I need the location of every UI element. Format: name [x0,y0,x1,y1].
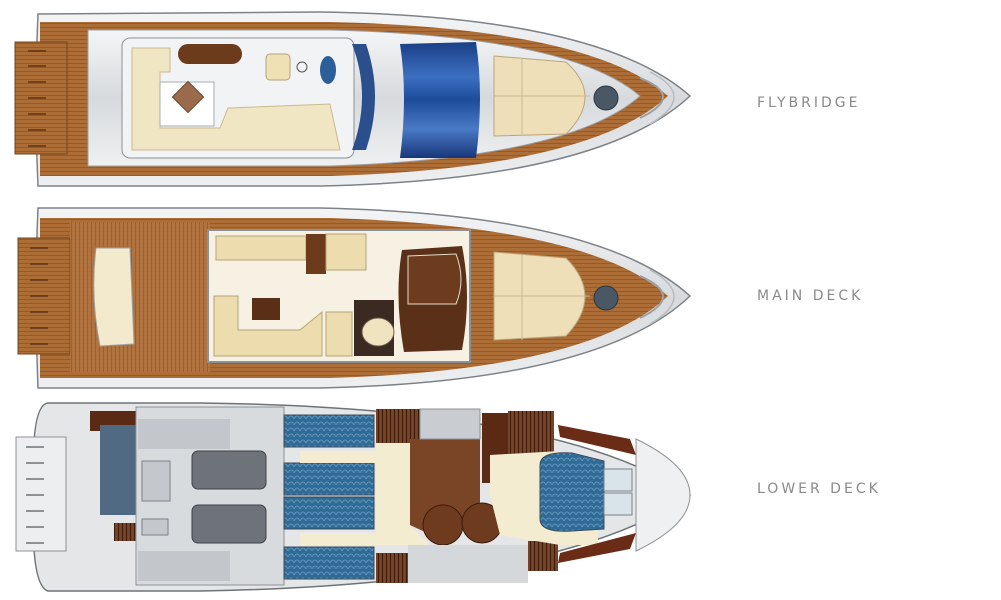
deck-label-main-deck: MAIN DECK [757,288,864,304]
deck-flybridge: FLYBRIDGE [0,0,1001,200]
flybridge-plan-drawing [14,11,692,187]
deck-label-flybridge: FLYBRIDGE [757,95,861,111]
deck-main: MAIN DECK [0,200,1001,400]
deck-lower: LOWER DECK [0,395,1001,600]
deck-label-lower-deck: LOWER DECK [757,481,881,497]
main-deck-plan-drawing [17,207,692,389]
lower-deck-plan-drawing [15,402,692,592]
